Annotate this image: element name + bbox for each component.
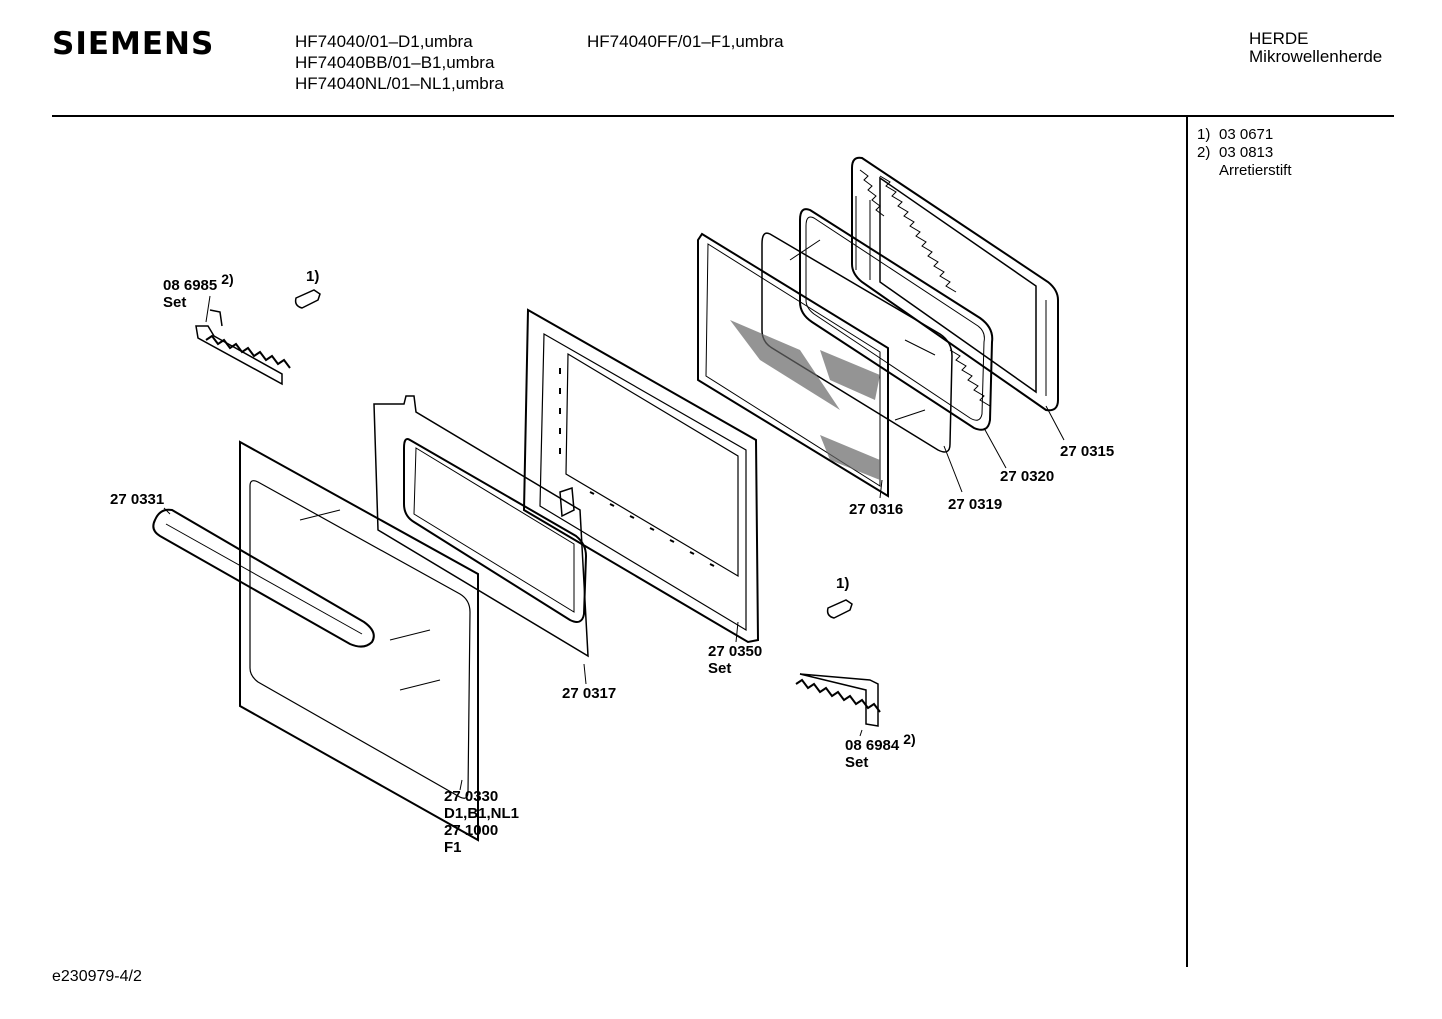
note-row: 2) 03 0813 [1197, 144, 1292, 162]
model-item: HF74040/01–D1,umbra [295, 32, 473, 51]
hinge-bottom-part [795, 673, 881, 727]
inner-frame-part [522, 308, 760, 644]
category-title: HERDE [1249, 29, 1309, 48]
part-line: D1,B1,NL1 [444, 805, 520, 822]
part-line: 27 1000 [444, 822, 499, 839]
model-item: HF74040FF/01–F1,umbra [587, 32, 784, 51]
part-label-27-0350: 27 0350 Set [708, 643, 762, 677]
back-frame-part [851, 156, 1059, 412]
model-item: HF74040BB/01–B1,umbra [295, 53, 495, 72]
part-line: 27 0330 [444, 788, 499, 805]
exploded-door-diagram [152, 156, 1065, 842]
brand-logo: SIEMENS [52, 26, 215, 62]
part-sub: Set [845, 754, 869, 771]
model-item: HF74040NL/01–NL1,umbra [295, 74, 504, 93]
note-row: Arretierstift [1197, 162, 1292, 180]
part-label-27-0317: 27 0317 [562, 685, 617, 702]
note-ref-1-bottom: 1) [836, 575, 850, 592]
glass-pane-part [761, 232, 953, 453]
model-list-2: HF74040FF/01–F1,umbra [587, 31, 784, 52]
part-code: 27 0350 [708, 643, 763, 660]
header-divider [52, 115, 1394, 117]
part-sub: Set [708, 660, 732, 677]
notes-divider [1186, 117, 1188, 967]
part-label-27-0320: 27 0320 [1000, 468, 1055, 485]
note-ref: 2) [903, 731, 916, 747]
note-number: 2) [1197, 144, 1211, 161]
part-label-27-0331: 27 0331 [110, 491, 165, 508]
part-label-27-0315: 27 0315 [1060, 443, 1115, 460]
part-label-27-0316: 27 0316 [849, 501, 904, 518]
category-subtitle: Mikrowellenherde [1249, 47, 1383, 66]
hinge-top-part [195, 309, 291, 386]
footer-reference: e230979-4/2 [52, 968, 142, 985]
part-code: 08 6984 [845, 737, 900, 754]
part-label-27-0330: 27 0330 D1,B1,NL1 27 1000 F1 [444, 788, 519, 856]
model-list-1: HF74040/01–D1,umbra HF74040BB/01–B1,umbr… [295, 31, 504, 94]
note-row: 1) 03 0671 [1197, 126, 1292, 144]
note-ref: 2) [221, 271, 234, 287]
locking-pin-top [294, 289, 321, 309]
leader-lines [163, 295, 1065, 791]
note-code: 03 0671 [1219, 126, 1274, 143]
outer-door-part [239, 440, 479, 842]
note-number: 1) [1197, 126, 1211, 143]
door-handle-part [152, 508, 375, 648]
note-description: Arretierstift [1219, 162, 1292, 179]
mesh-screen-part [697, 232, 889, 498]
note-ref-1-top: 1) [306, 268, 320, 285]
part-label-27-0319: 27 0319 [948, 496, 1003, 513]
door-seal-part [799, 208, 994, 431]
part-sub: Set [163, 294, 187, 311]
window-gasket-part [373, 395, 589, 658]
locking-pin-bottom [826, 599, 853, 619]
note-code: 03 0813 [1219, 144, 1274, 161]
notes-list: 1) 03 0671 2) 03 0813 Arretierstift [1197, 126, 1292, 180]
category-block: HERDE Mikrowellenherde [1249, 30, 1382, 66]
part-code: 08 6985 [163, 277, 218, 294]
part-line: F1 [444, 839, 462, 856]
